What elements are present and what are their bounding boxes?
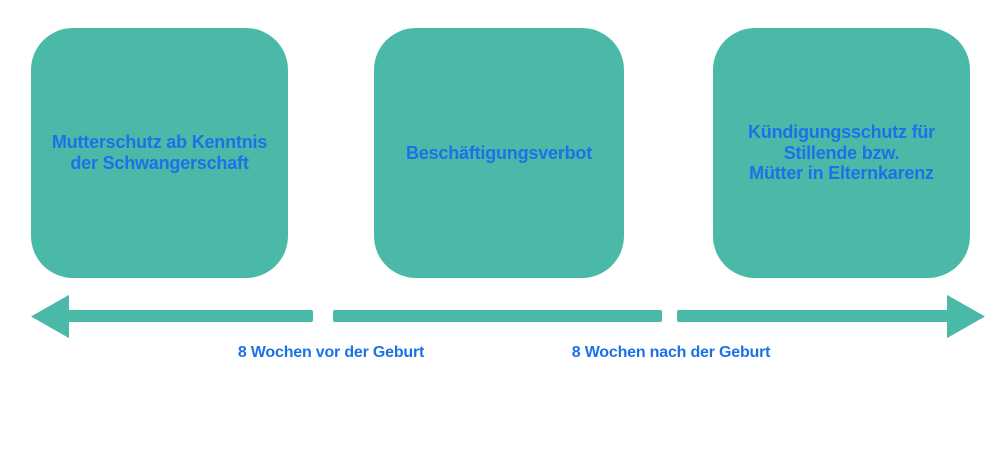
timeline-label-after-birth: 8 Wochen nach der Geburt bbox=[571, 344, 771, 361]
timeline-arrow-segment-middle bbox=[333, 310, 662, 322]
stage-box-beschaeftigungsverbot-label: Beschäftigungsverbot bbox=[405, 142, 593, 163]
stage-box-kuendigungsschutz: Kündigungsschutz für Stillende bzw. Mütt… bbox=[713, 28, 970, 278]
timeline-arrow-segment-left bbox=[62, 310, 313, 322]
timeline-arrow-segment-right bbox=[677, 310, 948, 322]
arrowhead-right-icon bbox=[947, 294, 985, 339]
stage-box-mutterschutz-label: Mutterschutz ab Kenntnis der Schwangersc… bbox=[51, 132, 268, 173]
stage-box-mutterschutz: Mutterschutz ab Kenntnis der Schwangersc… bbox=[31, 28, 288, 278]
timeline-label-before-birth: 8 Wochen vor der Geburt bbox=[237, 344, 425, 361]
stage-box-beschaeftigungsverbot: Beschäftigungsverbot bbox=[374, 28, 624, 278]
stage-box-kuendigungsschutz-label: Kündigungsschutz für Stillende bzw. Mütt… bbox=[748, 121, 935, 184]
